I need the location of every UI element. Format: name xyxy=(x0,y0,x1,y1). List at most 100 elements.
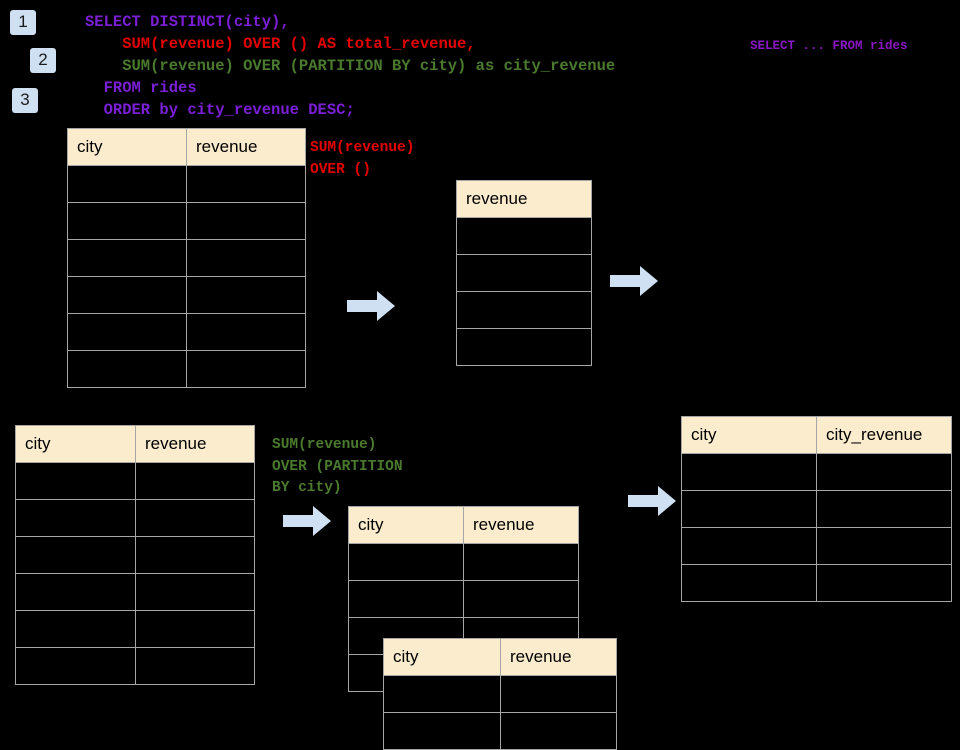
arrow-source-to-partition xyxy=(283,506,331,536)
table-cell xyxy=(348,580,464,618)
table-row xyxy=(456,217,592,255)
table-row xyxy=(456,328,592,366)
table-result: city city_revenue xyxy=(681,416,952,602)
note-select-from-rides: SELECT ... FROM rides xyxy=(750,39,908,53)
table-row xyxy=(15,610,255,648)
column-header-city: city xyxy=(383,638,501,676)
table-cell xyxy=(681,490,817,528)
sql-line-total-revenue: SUM(revenue) OVER () AS total_revenue, xyxy=(85,35,476,53)
table-cell xyxy=(681,453,817,491)
table-row xyxy=(15,462,255,500)
column-header-city: city xyxy=(67,128,187,166)
table-cell xyxy=(681,527,817,565)
table-cell xyxy=(67,313,187,351)
step-badge-3-label: 3 xyxy=(20,90,30,109)
column-header-revenue: revenue xyxy=(500,638,617,676)
table-row xyxy=(67,165,306,203)
sql-line-from: FROM rides xyxy=(85,79,197,97)
table-row xyxy=(67,313,306,351)
table-row xyxy=(67,350,306,388)
table-cell xyxy=(15,462,136,500)
column-header-revenue: revenue xyxy=(463,506,579,544)
table-cell xyxy=(463,543,579,581)
table-header-row: city revenue xyxy=(348,506,579,544)
step-badge-2-label: 2 xyxy=(38,50,48,69)
table-row xyxy=(456,291,592,329)
table-row xyxy=(67,276,306,314)
table-cell xyxy=(135,573,255,611)
table-cell xyxy=(681,564,817,602)
column-header-city: city xyxy=(681,416,817,454)
table-row xyxy=(15,573,255,611)
table-cell xyxy=(135,647,255,685)
table-row xyxy=(348,543,579,581)
table-row xyxy=(681,453,952,491)
table-cell xyxy=(15,610,136,648)
arrow-source-to-total xyxy=(347,291,395,321)
step-badge-2: 2 xyxy=(30,48,56,73)
table-cell xyxy=(816,453,952,491)
column-header-revenue: revenue xyxy=(186,128,306,166)
table-cell xyxy=(348,543,464,581)
table-cell xyxy=(135,610,255,648)
arrow-right-icon xyxy=(628,486,676,516)
table-cell xyxy=(186,276,306,314)
sql-line-city-revenue: SUM(revenue) OVER (PARTITION BY city) as… xyxy=(85,57,616,75)
table-cell xyxy=(186,239,306,277)
table-cell xyxy=(383,712,501,750)
column-header-city: city xyxy=(15,425,136,463)
table-header-row: city revenue xyxy=(15,425,255,463)
column-header-city-revenue: city_revenue xyxy=(816,416,952,454)
table-cell xyxy=(186,313,306,351)
table-header-row: city revenue xyxy=(383,638,617,676)
table-cell xyxy=(500,712,617,750)
table-header-row: city city_revenue xyxy=(681,416,952,454)
column-header-city: city xyxy=(348,506,464,544)
table-row xyxy=(15,499,255,537)
table-cell xyxy=(383,675,501,713)
table-row xyxy=(67,239,306,277)
table-source-bottom: city revenue xyxy=(15,425,255,685)
table-cell xyxy=(186,350,306,388)
table-row xyxy=(383,712,617,750)
table-total-revenue: revenue xyxy=(456,180,592,366)
table-row xyxy=(681,490,952,528)
table-header-row: revenue xyxy=(456,180,592,218)
table-row xyxy=(383,675,617,713)
table-cell xyxy=(135,536,255,574)
table-cell xyxy=(67,165,187,203)
step-badge-3: 3 xyxy=(12,88,38,113)
table-cell xyxy=(67,202,187,240)
table-row xyxy=(681,527,952,565)
table-cell xyxy=(186,202,306,240)
table-source-top: city revenue xyxy=(67,128,306,388)
table-row xyxy=(67,202,306,240)
table-cell xyxy=(816,527,952,565)
arrow-total-to-out xyxy=(610,266,658,296)
table-cell xyxy=(135,499,255,537)
table-row xyxy=(15,536,255,574)
table-cell xyxy=(186,165,306,203)
table-partition-b: city revenue xyxy=(383,638,617,750)
table-cell xyxy=(456,217,592,255)
arrow-right-icon xyxy=(610,266,658,296)
table-cell xyxy=(15,573,136,611)
table-row xyxy=(15,647,255,685)
table-cell xyxy=(67,276,187,314)
table-cell xyxy=(456,291,592,329)
table-cell xyxy=(463,580,579,618)
table-cell xyxy=(67,239,187,277)
table-row xyxy=(348,580,579,618)
table-cell xyxy=(816,564,952,602)
table-cell xyxy=(456,328,592,366)
table-cell xyxy=(816,490,952,528)
table-cell xyxy=(15,647,136,685)
column-header-revenue: revenue xyxy=(135,425,255,463)
table-cell xyxy=(15,499,136,537)
annotation-total-revenue: SUM(revenue) OVER () xyxy=(310,140,415,178)
arrow-partition-to-result xyxy=(628,486,676,516)
table-header-row: city revenue xyxy=(67,128,306,166)
table-cell xyxy=(456,254,592,292)
column-header-revenue: revenue xyxy=(456,180,592,218)
table-row xyxy=(681,564,952,602)
